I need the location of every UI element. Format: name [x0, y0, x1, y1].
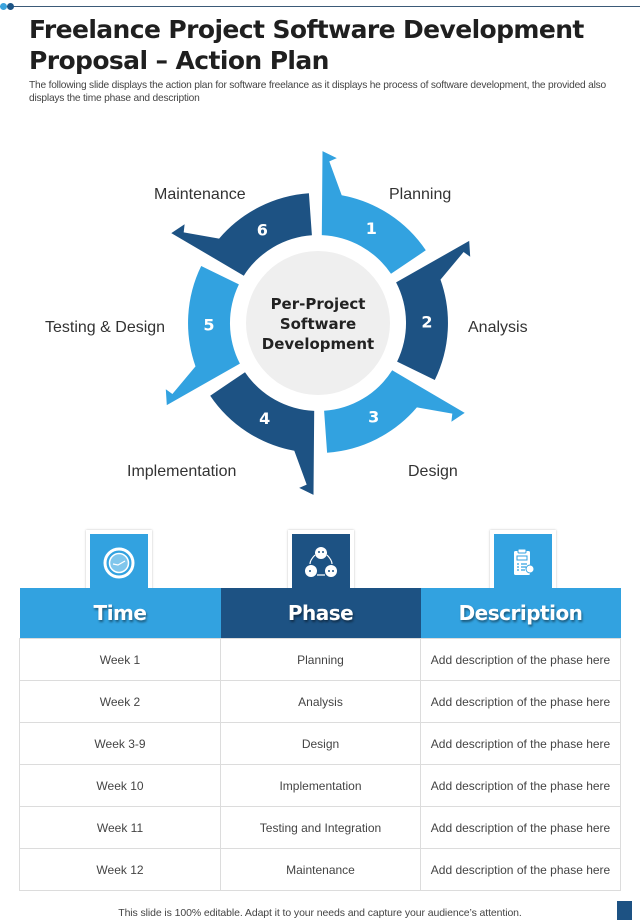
- header-time: Time: [19, 588, 221, 639]
- wheel-segment-4: [210, 372, 315, 495]
- cell-time: Week 11: [19, 806, 221, 849]
- table-row: Week 10 Implementation Add description o…: [19, 764, 621, 807]
- wheel-segment-1: [321, 151, 426, 274]
- wheel-label-planning: Planning: [389, 186, 452, 203]
- table-row: Week 12 Maintenance Add description of t…: [19, 848, 621, 891]
- wheel-segment-number-3: 3: [368, 408, 379, 427]
- footer-note: This slide is 100% editable. Adapt it to…: [118, 907, 522, 919]
- wheel-label-testing-design: Testing & Design: [45, 319, 166, 336]
- cell-phase: Implementation: [220, 764, 421, 807]
- phase-icon-box: [288, 530, 354, 596]
- clock-icon: [103, 547, 135, 579]
- center-circle: [246, 251, 390, 395]
- cell-description: Add description of the phase here: [420, 848, 621, 891]
- cell-phase: Planning: [220, 638, 421, 681]
- process-wheel-graphic: 1 2 3 4 5 6 Per-Project Software Development: [165, 151, 471, 495]
- header-phase: Phase: [220, 588, 421, 639]
- cell-description: Add description of the phase here: [420, 764, 621, 807]
- top-divider-line: [0, 6, 640, 7]
- cell-phase: Analysis: [220, 680, 421, 723]
- cell-time: Week 2: [19, 680, 221, 723]
- wheel-label-implementation: Implementation: [127, 463, 237, 480]
- wheel-label-maintenance: Maintenance: [154, 186, 246, 203]
- wheel-segment-number-2: 2: [421, 313, 432, 332]
- table-row: Week 2 Analysis Add description of the p…: [19, 680, 621, 723]
- cell-phase: Design: [220, 722, 421, 765]
- cell-description: Add description of the phase here: [420, 806, 621, 849]
- wheel-segment-3: [324, 370, 465, 453]
- cell-phase: Maintenance: [220, 848, 421, 891]
- description-icon-box: [490, 530, 556, 596]
- page-title: Freelance Project Software Development P…: [29, 15, 584, 75]
- header-description: Description: [420, 588, 621, 639]
- cell-time: Week 12: [19, 848, 221, 891]
- decor-dot-light: [0, 3, 7, 10]
- cell-description: Add description of the phase here: [420, 722, 621, 765]
- wheel-segment-5: [165, 266, 240, 406]
- center-label-line-2: Software: [280, 315, 356, 333]
- cell-time: Week 10: [19, 764, 221, 807]
- cell-description: Add description of the phase here: [420, 638, 621, 681]
- table-header-row: Time Phase Description: [19, 588, 621, 639]
- process-wheel: 1 2 3 4 5 6 Per-Project Software Development: [0, 130, 640, 510]
- page-subtitle: The following slide displays the action …: [29, 80, 607, 104]
- center-label-line-1: Per-Project: [271, 295, 366, 313]
- table-row: Week 3-9 Design Add description of the p…: [19, 722, 621, 765]
- table-row: Week 1 Planning Add description of the p…: [19, 638, 621, 681]
- center-label-line-3: Development: [262, 335, 374, 353]
- wheel-segment-number-6: 6: [257, 220, 268, 239]
- wheel-segment-number-4: 4: [259, 409, 270, 428]
- team-network-icon: [305, 547, 337, 577]
- wheel-segment-6: [171, 193, 312, 276]
- action-plan-table: Time Phase Description Week 1 Planning A…: [19, 588, 621, 891]
- wheel-segment-number-1: 1: [366, 219, 377, 238]
- table-row: Week 11 Testing and Integration Add desc…: [19, 806, 621, 849]
- time-icon-box: [86, 530, 152, 596]
- cell-phase: Testing and Integration: [220, 806, 421, 849]
- wheel-segment-number-5: 5: [203, 315, 214, 334]
- corner-square-decor: [617, 901, 632, 920]
- cell-description: Add description of the phase here: [420, 680, 621, 723]
- wheel-label-design: Design: [408, 463, 458, 480]
- cell-time: Week 1: [19, 638, 221, 681]
- decor-dot-dark: [7, 3, 14, 10]
- wheel-segment-2: [396, 240, 471, 380]
- wheel-label-analysis: Analysis: [468, 319, 528, 336]
- cell-time: Week 3-9: [19, 722, 221, 765]
- clipboard-checklist-icon: [514, 548, 535, 575]
